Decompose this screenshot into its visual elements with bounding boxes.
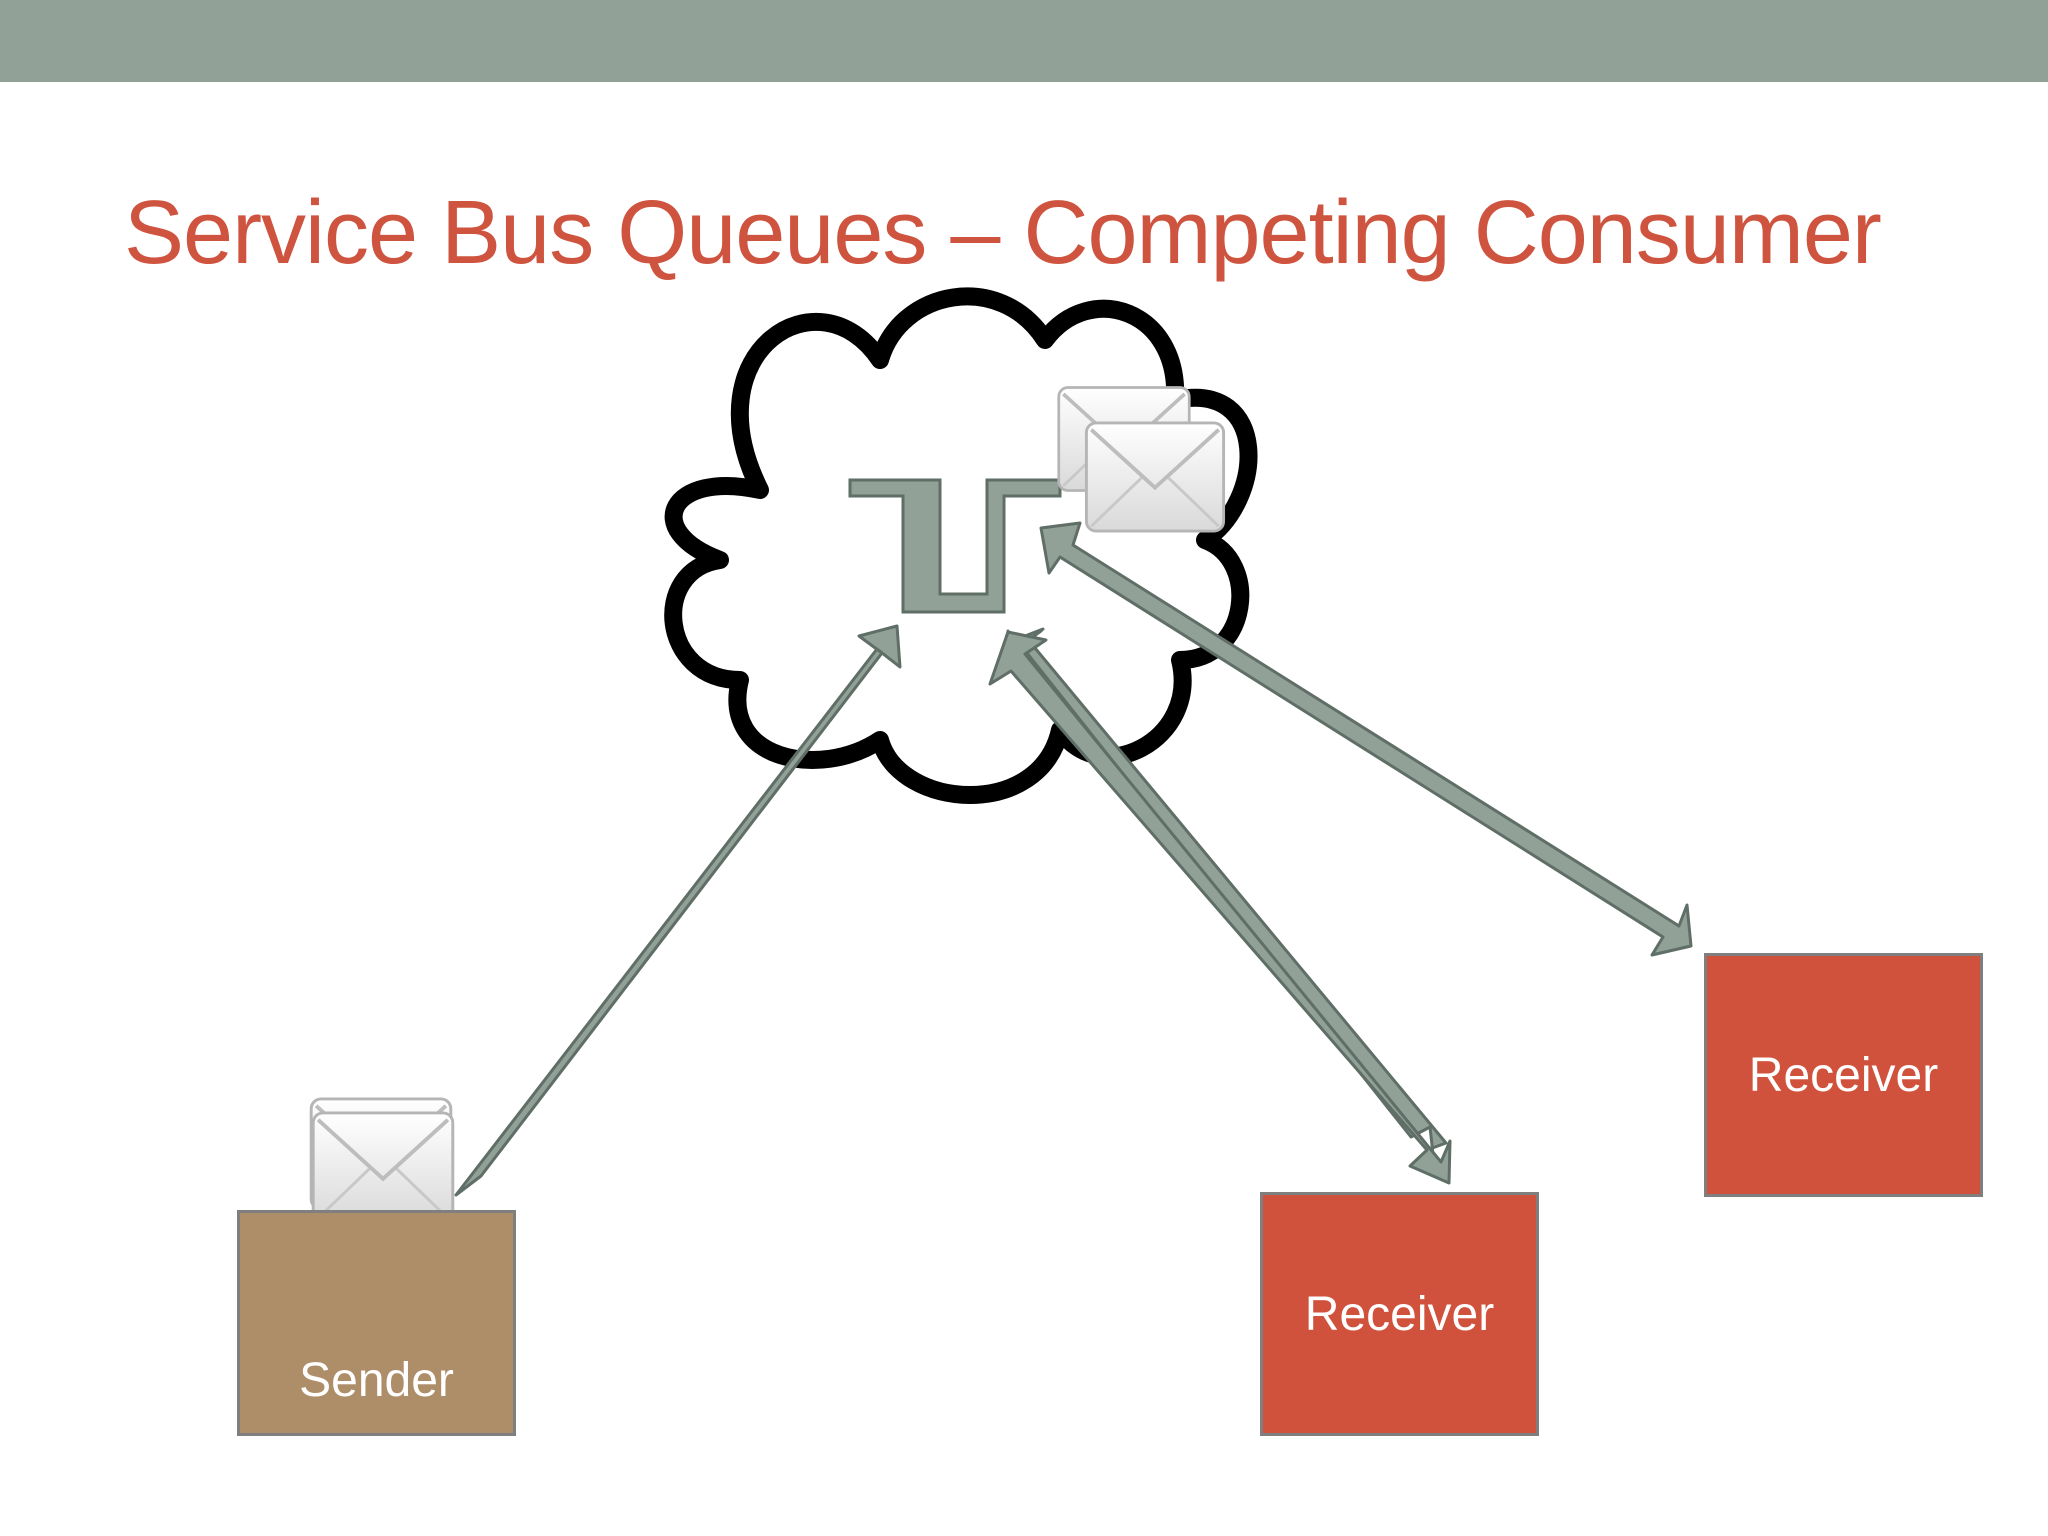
receiver-label: Receiver (1748, 1048, 1939, 1102)
sender-box: Sender (237, 1210, 516, 1436)
cloud-icon (664, 287, 1258, 804)
top-accent-bar (0, 0, 2048, 82)
arrow-queue-receiver-1-shaft (988, 630, 1452, 1185)
slide-title: Service Bus Queues – Competing Consumer (124, 183, 1882, 283)
envelope-icon (313, 1113, 453, 1223)
queue-icon (848, 478, 1062, 614)
receiver-label: Receiver (1304, 1287, 1495, 1341)
receiver-box: Receiver (1260, 1192, 1539, 1436)
envelope-icon (1084, 420, 1226, 534)
arrow-sender-to-queue (454, 624, 902, 1197)
receiver-box: Receiver (1704, 953, 1983, 1197)
arrow-queue-receiver-2 (1039, 521, 1693, 957)
sender-label: Sender (299, 1353, 454, 1407)
